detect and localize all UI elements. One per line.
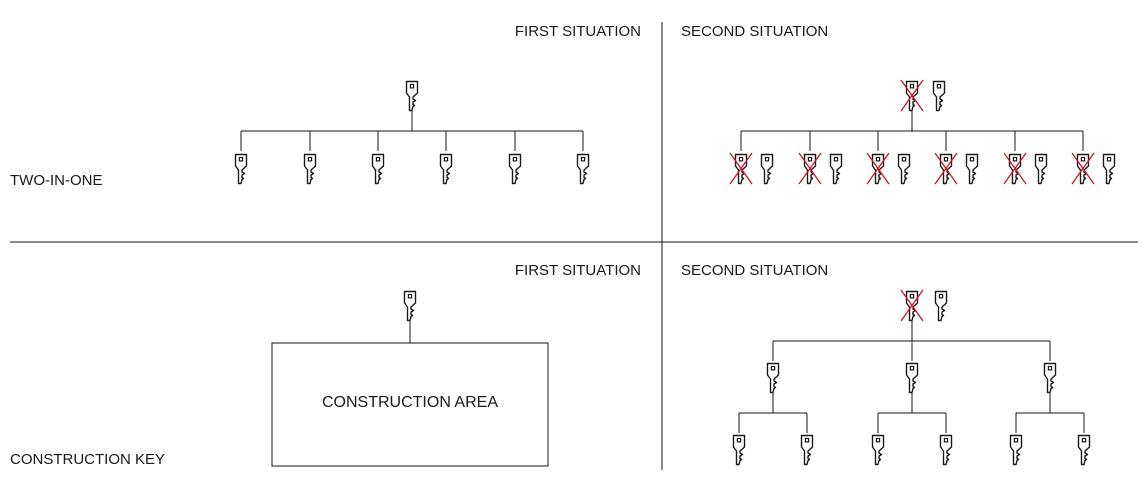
key-icon (439, 153, 453, 185)
cross-mark-icon (934, 152, 958, 185)
heading-two-in-one-second: SECOND SITUATION (681, 23, 829, 40)
key-icon (1102, 153, 1116, 185)
cross-mark-icon (1003, 152, 1027, 185)
key-icon (732, 434, 746, 466)
cross-mark-icon (798, 152, 822, 185)
key-icon (766, 362, 780, 394)
key-icon (800, 434, 814, 466)
row-label-construction-key: CONSTRUCTION KEY (10, 451, 166, 468)
key-icon (576, 153, 590, 185)
key-icon (1077, 434, 1091, 466)
key-icon (829, 153, 843, 185)
key-icon (897, 153, 911, 185)
key-icon (932, 80, 946, 112)
row-label-two-in-one: TWO-IN-ONE (10, 172, 103, 189)
cross-mark-icon (866, 152, 890, 185)
construction-area-box (271, 342, 549, 467)
key-icon (371, 153, 385, 185)
heading-construction-second: SECOND SITUATION (681, 262, 829, 279)
cross-mark-icon (1071, 152, 1095, 185)
key-icon (1009, 434, 1023, 466)
cross-mark-icon (729, 152, 753, 185)
key-icon (965, 153, 979, 185)
heading-construction-first: FIRST SITUATION (514, 262, 641, 279)
key-icon (405, 80, 419, 112)
key-icon (939, 434, 953, 466)
key-icon (403, 290, 417, 322)
key-icon (508, 153, 522, 185)
heading-two-in-one-first: FIRST SITUATION (514, 23, 641, 40)
key-icon (234, 153, 248, 185)
construction-area-label: CONSTRUCTION AREA (321, 394, 498, 411)
key-icon (1043, 362, 1057, 394)
key-icon (871, 434, 885, 466)
key-icon (303, 153, 317, 185)
key-icon (760, 153, 774, 185)
key-icon (905, 362, 919, 394)
key-icon (1034, 153, 1048, 185)
cross-mark-icon (900, 289, 924, 322)
key-icon (934, 290, 948, 322)
cross-mark-icon (900, 79, 924, 112)
